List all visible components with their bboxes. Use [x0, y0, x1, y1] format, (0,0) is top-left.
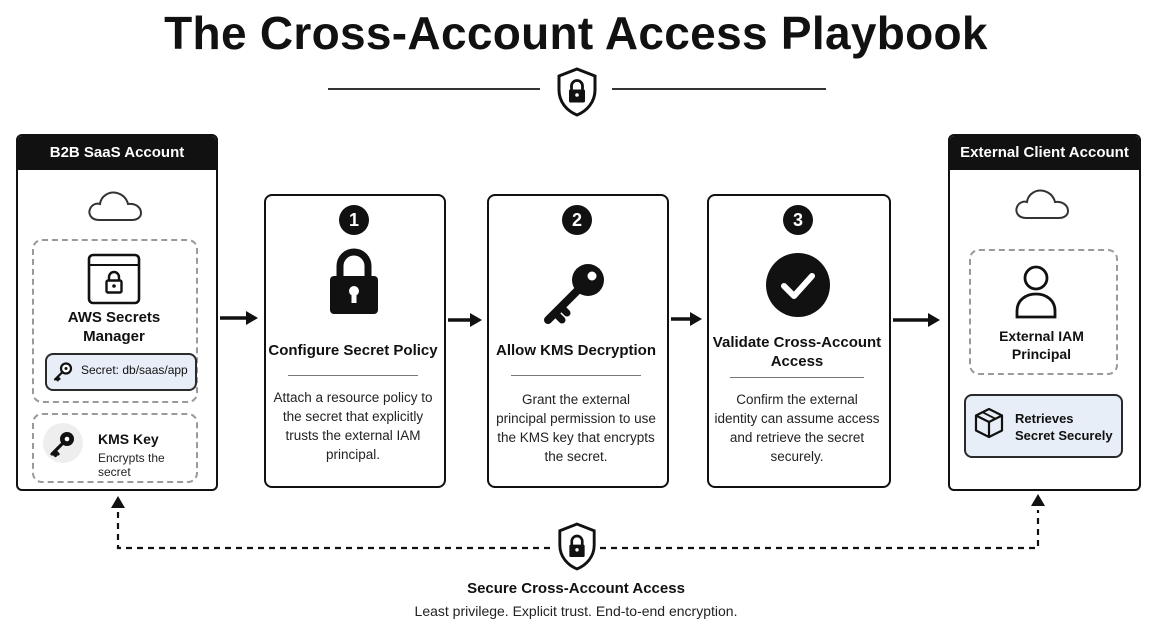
key-icon-large — [544, 264, 604, 324]
retrieves-secret-pill — [964, 394, 1123, 458]
kms-key-title: KMS Key — [98, 431, 159, 447]
shield-lock-icon — [558, 522, 596, 571]
kms-key-subtitle: Encrypts the secret — [98, 451, 165, 479]
saas-account-header: B2B SaaS Account — [18, 136, 216, 170]
title-divider-left — [328, 88, 540, 90]
step-1-title: Configure Secret Policy — [268, 342, 438, 359]
secrets-vault-icon — [87, 253, 141, 305]
step-3-title: Validate Cross-Account Access — [712, 334, 882, 370]
kms-key-icon — [50, 432, 74, 458]
step-3-badge: 3 — [783, 205, 813, 235]
retrieves-secret-label: Retrieves Secret Securely — [1015, 411, 1113, 443]
page-title: The Cross-Account Access Playbook — [164, 7, 988, 59]
user-icon — [1015, 265, 1057, 319]
title-divider-right — [612, 88, 826, 90]
secret-path-label: Secret: db/saas/app — [81, 363, 188, 377]
step-1-divider — [288, 375, 418, 376]
iam-principal-label: External IAM Principal — [999, 328, 1084, 362]
step-2-description: Grant the external principal permission … — [496, 392, 656, 464]
step-1-card — [264, 194, 446, 488]
step-2-badge: 2 — [562, 205, 592, 235]
shield-lock-icon — [557, 67, 597, 117]
step-2-divider — [511, 375, 641, 376]
kms-key-box — [32, 413, 198, 483]
step-1-description: Attach a resource policy to the secret t… — [273, 390, 433, 462]
package-icon — [974, 407, 1004, 439]
cloud-icon — [1015, 189, 1070, 219]
step-3-card — [707, 194, 891, 488]
footer-subtitle: Least privilege. Explicit trust. End-to-… — [414, 603, 738, 619]
iam-principal-box — [969, 249, 1118, 375]
footer-title: Secure Cross-Account Access — [467, 580, 685, 597]
secrets-manager-label: AWS Secrets Manager — [67, 309, 161, 345]
client-account-header: External Client Account — [950, 136, 1139, 170]
checkmark-icon — [766, 253, 830, 317]
cloud-icon — [88, 191, 143, 221]
step-3-divider — [730, 377, 864, 378]
key-icon — [53, 362, 73, 382]
padlock-icon — [330, 248, 378, 314]
step-3-description: Confirm the external identity can assume… — [714, 392, 880, 464]
secrets-manager-box — [32, 239, 198, 403]
step-1-badge: 1 — [339, 205, 369, 235]
step-2-title: Allow KMS Decryption — [495, 342, 656, 359]
step-2-card — [487, 194, 669, 488]
